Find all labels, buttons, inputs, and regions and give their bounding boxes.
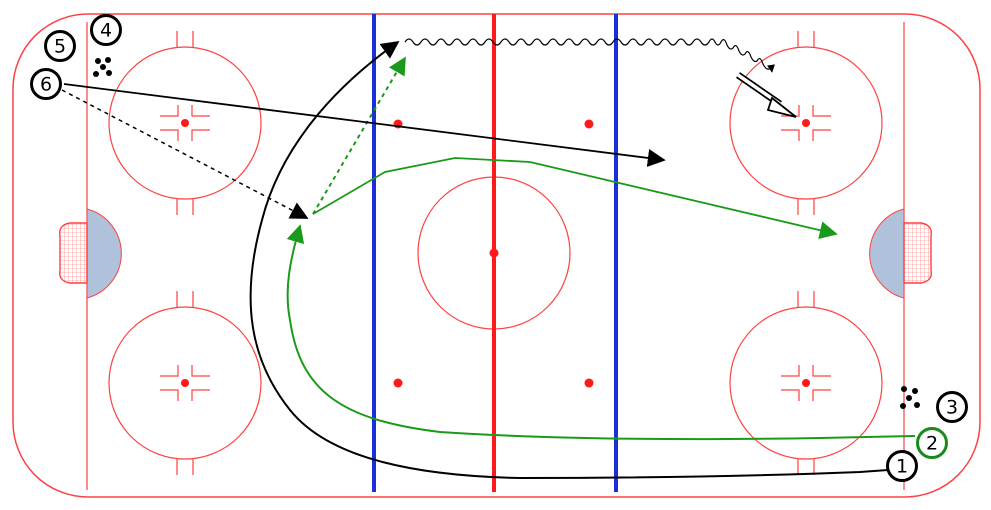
stickhandle-path: [404, 38, 775, 73]
goal-crease-right: [869, 208, 905, 299]
faceoff-circle-top-left: [108, 31, 262, 215]
player-label: 5: [54, 36, 66, 58]
center-faceoff-dot: [489, 248, 499, 258]
skate-arrow-black: [63, 83, 666, 167]
puck-pile-icon: [900, 386, 920, 409]
skater-path-black: [249, 40, 889, 480]
player-marker-2: 2: [916, 427, 948, 459]
goal-crease-left: [86, 208, 122, 299]
player-label: 1: [896, 456, 908, 478]
goal-net-icon: [903, 222, 932, 284]
player-marker-4: 4: [90, 14, 122, 46]
player-marker-6: 6: [30, 68, 62, 100]
player-label: 4: [100, 20, 112, 42]
faceoff-circle-bottom-left: [108, 291, 262, 475]
faceoff-circle-bottom-right: [729, 291, 883, 475]
player-marker-5: 5: [44, 30, 76, 62]
neutral-zone-dots: [393, 119, 594, 388]
pass-dotted-black: [61, 89, 309, 219]
player-label: 6: [40, 74, 52, 96]
player-label: 2: [926, 433, 938, 455]
pass-dotted-green: [312, 56, 406, 215]
player-marker-1: 1: [886, 450, 918, 482]
player-marker-3: 3: [936, 391, 968, 423]
puck-pile-icon: [93, 57, 112, 77]
green-skate-route: [312, 157, 838, 240]
goal-net-icon: [59, 222, 88, 284]
player-label: 3: [946, 397, 958, 419]
shot-arrow-icon: [736, 72, 797, 118]
faceoff-circle-top-right: [729, 31, 883, 215]
skater-path-green: [286, 224, 916, 441]
